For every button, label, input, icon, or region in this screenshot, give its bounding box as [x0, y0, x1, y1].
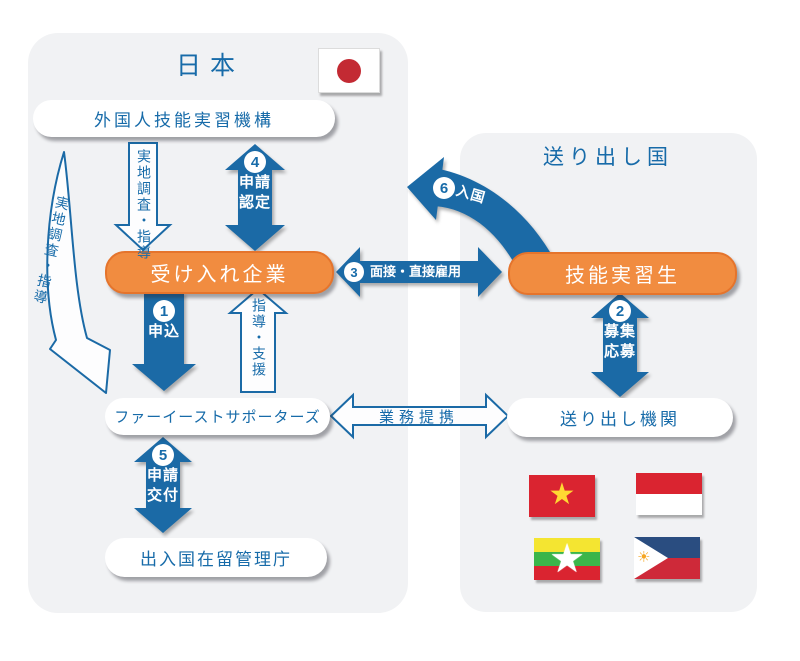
step2-line2: 応募	[603, 343, 636, 360]
step4-line2: 認定	[238, 194, 271, 211]
node-sending-organization: 送り出し機関	[507, 398, 733, 437]
myanmar-flag-star: ★	[549, 538, 585, 580]
step2-line1: 募集	[603, 323, 636, 340]
vietnam-flag-icon: ★	[529, 475, 595, 517]
onsite-inspection-label: 実地調査・指導	[136, 149, 152, 261]
philippines-flag-sun: ☀	[637, 549, 651, 566]
philippines-flag-icon: ☀	[634, 537, 700, 579]
step2-label: 2 募集 応募	[590, 300, 650, 362]
node-immigration-agency: 出入国在留管理庁	[105, 538, 327, 577]
japan-panel-title: 日本	[175, 52, 244, 80]
step1-text: 申込	[147, 323, 180, 340]
node-technical-intern: 技能実習生	[508, 252, 737, 295]
indonesia-flag-icon	[636, 473, 702, 515]
step4-label: 4 申請 認定	[225, 151, 285, 213]
japan-flag-sun	[337, 58, 361, 83]
partnership-label: 業務提携	[378, 409, 459, 426]
node-accepting-company: 受け入れ企業	[105, 251, 334, 294]
step2-number-badge: 2	[609, 300, 631, 322]
vietnam-flag-star: ★	[548, 478, 576, 511]
japan-flag-icon	[318, 48, 380, 93]
step1-label: 1 申込	[134, 300, 194, 342]
step4-number-badge: 4	[244, 151, 266, 173]
step5-line1: 申請	[146, 467, 179, 484]
step5-number-badge: 5	[152, 444, 174, 466]
step3-number-badge: 3	[344, 262, 364, 282]
step5-line2: 交付	[146, 487, 179, 504]
step3-label: 3 面接・直接雇用	[344, 260, 496, 284]
step1-number-badge: 1	[153, 300, 175, 322]
myanmar-flag-icon: ★	[534, 538, 600, 580]
node-far-east-supporters: ファーイーストサポーターズ	[105, 398, 330, 435]
node-otit: 外国人技能実習機構	[33, 100, 335, 137]
step3-text: 面接・直接雇用	[370, 264, 462, 279]
step6-number-badge: 6	[433, 177, 455, 199]
guidance-support-label: 指導・支援	[251, 298, 267, 378]
step4-line1: 申請	[238, 174, 271, 191]
step5-label: 5 申請 交付	[133, 444, 193, 506]
sending-country-panel	[460, 133, 757, 612]
sending-panel-title: 送り出し国	[543, 146, 673, 169]
